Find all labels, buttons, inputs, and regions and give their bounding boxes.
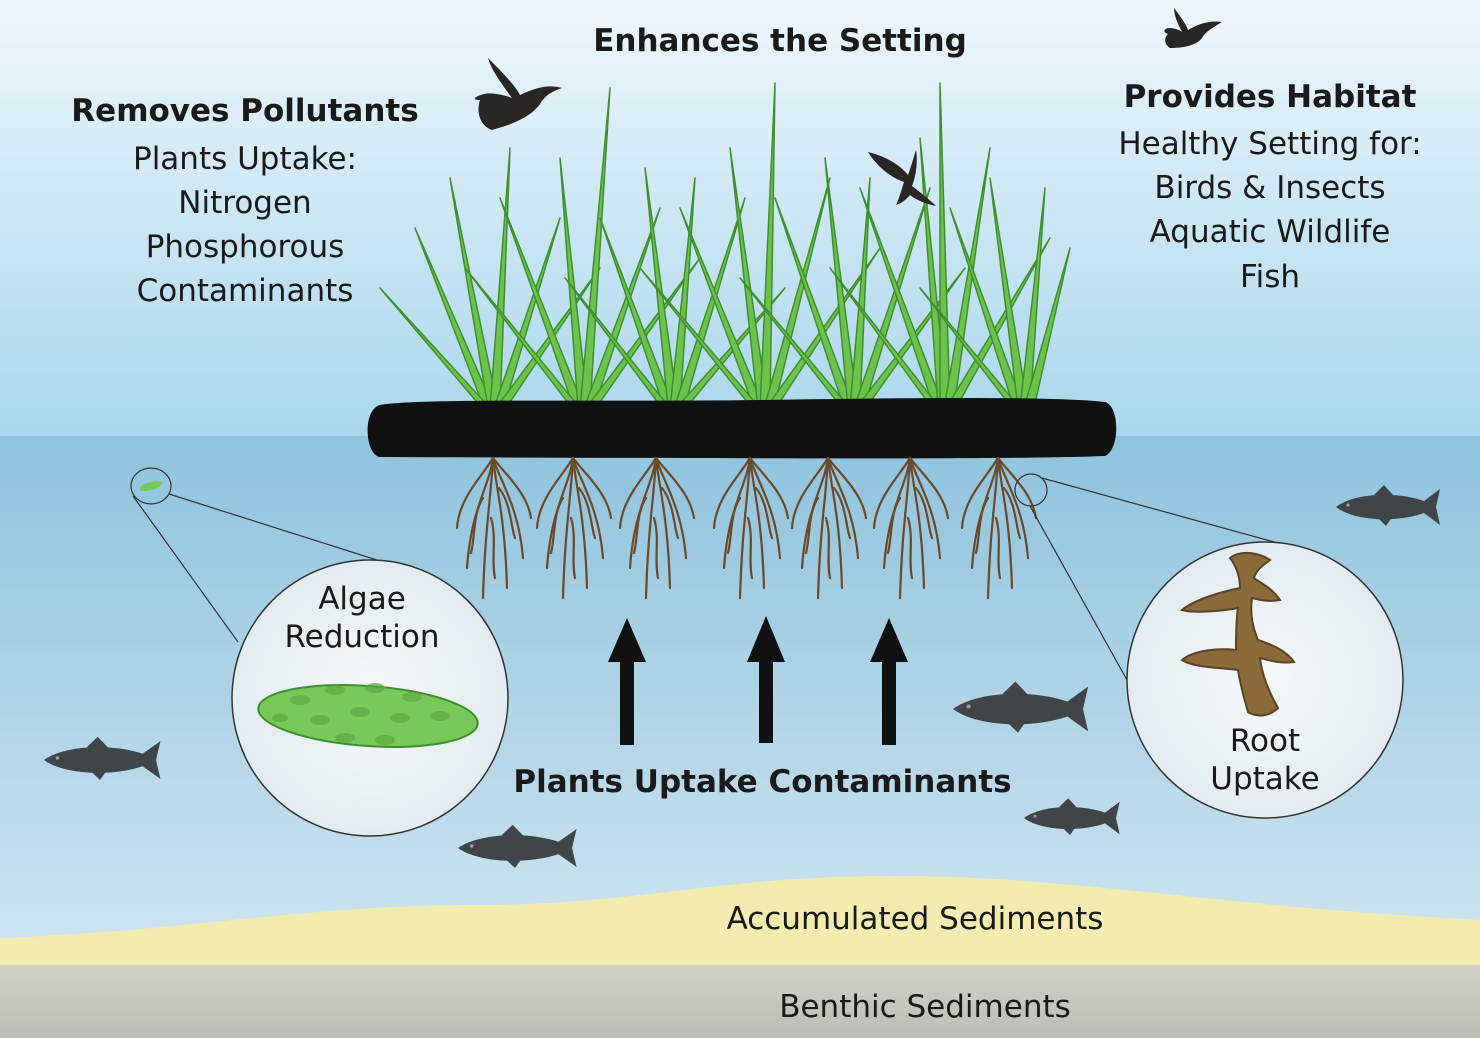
uptake-arrows xyxy=(608,616,908,745)
root-uptake-label: Root xyxy=(1229,723,1301,759)
algae-label: Reduction xyxy=(284,619,440,655)
habitat-line: Fish xyxy=(1240,259,1300,295)
arrow-up-icon xyxy=(870,618,908,745)
provides-habitat-heading: Provides Habitat xyxy=(1123,79,1417,115)
bird-icon xyxy=(474,58,562,130)
algae-callout xyxy=(130,467,509,837)
habitat-line: Aquatic Wildlife xyxy=(1149,214,1391,250)
root-uptake-label: Uptake xyxy=(1210,761,1320,797)
accumulated-sediment-layer xyxy=(0,875,1480,965)
habitat-line: Healthy Setting for: xyxy=(1118,126,1422,162)
benthic-sediments-label: Benthic Sediments xyxy=(779,989,1071,1025)
root-callout xyxy=(1014,473,1404,819)
habitat-line: Birds & Insects xyxy=(1154,170,1386,206)
pollutants-line: Nitrogen xyxy=(178,185,312,221)
algae-label: Algae xyxy=(318,581,406,617)
pollutants-line: Phosphorous xyxy=(145,229,345,265)
pollutants-line: Plants Uptake: xyxy=(133,141,357,177)
plants-uptake-contaminants-label: Plants Uptake Contaminants xyxy=(513,764,1012,800)
enhances-setting-heading: Enhances the Setting xyxy=(593,23,967,59)
pollutants-line: Contaminants xyxy=(136,273,354,309)
butterfly-icon xyxy=(868,150,936,206)
grass-plants xyxy=(379,82,1071,409)
arrow-up-icon xyxy=(608,618,646,745)
removes-pollutants-heading: Removes Pollutants xyxy=(71,93,419,129)
accumulated-sediments-label: Accumulated Sediments xyxy=(726,901,1104,937)
benthic-sediment-layer xyxy=(0,955,1480,1038)
floating-mat xyxy=(367,398,1117,459)
bird-icon xyxy=(1164,8,1222,48)
arrow-up-icon xyxy=(747,616,785,743)
